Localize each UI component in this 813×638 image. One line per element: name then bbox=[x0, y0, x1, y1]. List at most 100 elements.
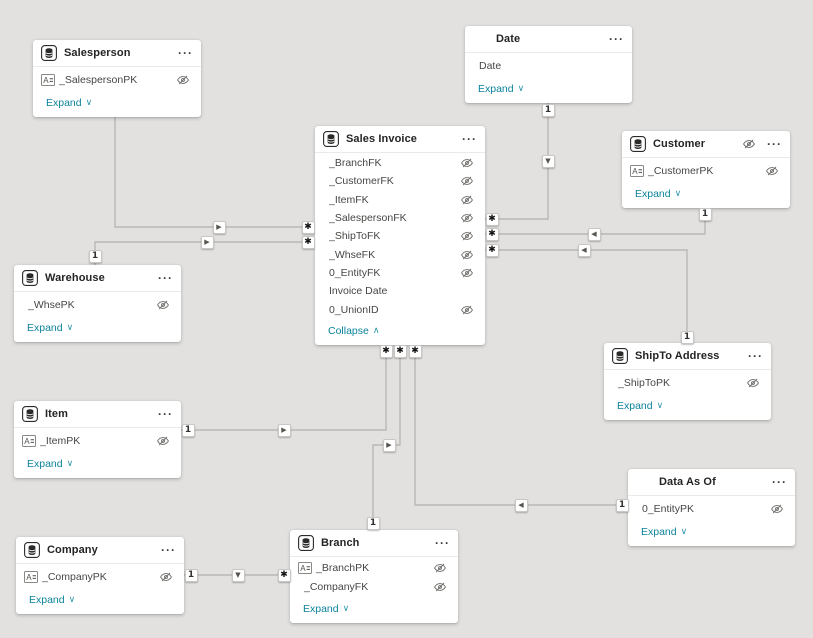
field-row-customerfk[interactable]: _CustomerFK bbox=[315, 172, 485, 190]
field-row-itemfk[interactable]: _ItemFK bbox=[315, 191, 485, 209]
cardinality-one-marker[interactable]: 1 bbox=[88, 249, 102, 263]
filter-direction-arrow-left-marker[interactable]: ◀ bbox=[514, 498, 528, 512]
hidden-field-eye-icon bbox=[433, 580, 447, 594]
more-options-button[interactable]: ··· bbox=[435, 536, 450, 550]
cardinality-one-marker[interactable]: 1 bbox=[541, 103, 555, 117]
expand-collapse-toggle[interactable]: Expand ∨ bbox=[303, 603, 349, 615]
filter-direction-arrow-right-marker[interactable]: ▶ bbox=[212, 220, 226, 234]
cardinality-many-marker[interactable]: ✱ bbox=[277, 568, 291, 582]
filter-direction-arrow-right-marker[interactable]: ▶ bbox=[382, 438, 396, 452]
cardinality-many-marker[interactable]: ✱ bbox=[485, 227, 499, 241]
cardinality-one-marker[interactable]: 1 bbox=[698, 207, 712, 221]
text-attribute-icon: A bbox=[24, 570, 38, 583]
field-row-whsefk[interactable]: _WhseFK bbox=[315, 246, 485, 264]
chevron-down-icon: ∨ bbox=[85, 97, 93, 107]
expand-collapse-toggle[interactable]: Collapse ∧ bbox=[328, 325, 379, 337]
relationship-line-date-sales-invoice[interactable] bbox=[485, 103, 549, 220]
cardinality-many-marker[interactable]: ✱ bbox=[485, 243, 499, 257]
more-options-button[interactable]: ··· bbox=[772, 475, 787, 489]
table-card-branch[interactable]: Branch ··· A _BranchPK _CompanyFK bbox=[290, 530, 458, 623]
field-row-branchpk[interactable]: A _BranchPK bbox=[290, 558, 458, 578]
expand-collapse-toggle[interactable]: Expand ∨ bbox=[46, 97, 92, 109]
expand-collapse-toggle[interactable]: Expand ∨ bbox=[635, 188, 681, 200]
cardinality-many-marker[interactable]: ✱ bbox=[301, 235, 315, 249]
field-row-companyfk[interactable]: _CompanyFK bbox=[290, 578, 458, 598]
more-options-button[interactable]: ··· bbox=[767, 137, 782, 151]
table-card-data-as-of[interactable]: Data As Of ··· 0_EntityPK Expand ∨ bbox=[628, 469, 795, 546]
field-row-companypk[interactable]: A _CompanyPK bbox=[16, 565, 184, 588]
database-table-icon bbox=[41, 45, 57, 61]
field-row-salespersonpk[interactable]: A _SalespersonPK bbox=[33, 68, 201, 91]
field-row-whsepk[interactable]: _WhsePK bbox=[14, 293, 181, 316]
filter-direction-arrow-down-marker[interactable]: ▼ bbox=[541, 154, 555, 168]
expand-collapse-toggle[interactable]: Expand ∨ bbox=[27, 322, 73, 334]
field-name: Invoice Date bbox=[329, 285, 388, 298]
more-options-button[interactable]: ··· bbox=[748, 349, 763, 363]
table-card-item[interactable]: Item ··· A _ItemPK Expand ∨ bbox=[14, 401, 181, 478]
filter-direction-arrow-left-marker[interactable]: ◀ bbox=[587, 227, 601, 241]
more-options-button[interactable]: ··· bbox=[161, 543, 176, 557]
cardinality-many-marker[interactable]: ✱ bbox=[485, 212, 499, 226]
cardinality-one-marker[interactable]: 1 bbox=[680, 330, 694, 344]
more-options-button[interactable]: ··· bbox=[158, 407, 173, 421]
filter-direction-arrow-down-marker[interactable]: ▼ bbox=[231, 568, 245, 582]
field-row-0-unionid[interactable]: 0_UnionID bbox=[315, 301, 485, 319]
table-card-sales-invoice[interactable]: Sales Invoice ··· _BranchFK _CustomerFK … bbox=[315, 126, 485, 345]
chevron-down-icon: ∨ bbox=[656, 400, 664, 410]
more-options-button[interactable]: ··· bbox=[462, 132, 477, 146]
expand-collapse-toggle[interactable]: Expand ∨ bbox=[617, 400, 663, 412]
relationship-line-data-as-of-sales-invoice[interactable] bbox=[414, 345, 628, 506]
table-card-header: ShipTo Address ··· bbox=[604, 343, 771, 370]
expand-collapse-toggle[interactable]: Expand ∨ bbox=[641, 526, 687, 538]
filter-direction-arrow-right-marker[interactable]: ▶ bbox=[277, 423, 291, 437]
more-options-button[interactable]: ··· bbox=[178, 46, 193, 60]
field-name: 0_EntityFK bbox=[329, 267, 381, 280]
svg-text:A: A bbox=[300, 564, 306, 573]
field-row-customerpk[interactable]: A _CustomerPK bbox=[622, 159, 790, 182]
relationship-line-shipto-address-sales-invoice[interactable] bbox=[485, 249, 688, 343]
field-row-salespersonfk[interactable]: _SalespersonFK bbox=[315, 209, 485, 227]
field-row-invoice-date[interactable]: Invoice Date bbox=[315, 282, 485, 300]
filter-direction-arrow-right-marker[interactable]: ▶ bbox=[200, 235, 214, 249]
field-row-branchfk[interactable]: _BranchFK bbox=[315, 154, 485, 172]
cardinality-many-marker[interactable]: ✱ bbox=[301, 220, 315, 234]
cardinality-one-marker[interactable]: 1 bbox=[184, 568, 198, 582]
cardinality-one-marker[interactable]: 1 bbox=[615, 498, 629, 512]
field-row-shiptopk[interactable]: _ShipToPK bbox=[604, 371, 771, 394]
field-row-0-entitypk[interactable]: 0_EntityPK bbox=[628, 497, 795, 520]
field-row-shiptofk[interactable]: _ShipToFK bbox=[315, 227, 485, 245]
expand-collapse-toggle[interactable]: Expand ∨ bbox=[27, 458, 73, 470]
cardinality-many-marker[interactable]: ✱ bbox=[408, 344, 422, 358]
table-card-customer[interactable]: Customer ··· A _CustomerPK bbox=[622, 131, 790, 208]
field-row-0-entityfk[interactable]: 0_EntityFK bbox=[315, 264, 485, 282]
cardinality-one-marker[interactable]: 1 bbox=[181, 423, 195, 437]
cardinality-one-marker[interactable]: 1 bbox=[366, 516, 380, 530]
table-card-footer: Expand ∨ bbox=[604, 395, 771, 420]
hidden-field-eye-icon bbox=[460, 266, 474, 280]
hidden-field-eye-icon bbox=[746, 376, 760, 390]
more-options-button[interactable]: ··· bbox=[609, 32, 624, 46]
table-card-shipto-address[interactable]: ShipTo Address ··· _ShipToPK Expand ∨ bbox=[604, 343, 771, 420]
table-card-salesperson[interactable]: Salesperson ··· A _SalespersonPK Expand … bbox=[33, 40, 201, 117]
field-row-date[interactable]: Date bbox=[465, 54, 632, 77]
chevron-down-icon: ∨ bbox=[517, 83, 525, 93]
table-card-footer: Expand ∨ bbox=[465, 78, 632, 103]
svg-text:A: A bbox=[24, 437, 30, 446]
relationship-line-item-sales-invoice[interactable] bbox=[181, 345, 387, 431]
hidden-field-eye-icon bbox=[460, 303, 474, 317]
hidden-field-eye-icon bbox=[176, 73, 190, 87]
table-card-company[interactable]: Company ··· A _CompanyPK Expand ∨ bbox=[16, 537, 184, 614]
more-options-button[interactable]: ··· bbox=[158, 271, 173, 285]
database-table-icon bbox=[323, 131, 339, 147]
field-row-itempk[interactable]: A _ItemPK bbox=[14, 429, 181, 452]
table-title: Sales Invoice bbox=[346, 133, 418, 145]
relationship-line-salesperson-sales-invoice[interactable] bbox=[114, 117, 315, 228]
expand-collapse-toggle[interactable]: Expand ∨ bbox=[29, 594, 75, 606]
filter-direction-arrow-left-marker[interactable]: ◀ bbox=[577, 243, 591, 257]
table-card-date[interactable]: Date ··· Date Expand ∨ bbox=[465, 26, 632, 103]
cardinality-many-marker[interactable]: ✱ bbox=[379, 344, 393, 358]
hidden-field-eye-icon bbox=[460, 248, 474, 262]
expand-collapse-toggle[interactable]: Expand ∨ bbox=[478, 83, 524, 95]
table-card-warehouse[interactable]: Warehouse ··· _WhsePK Expand ∨ bbox=[14, 265, 181, 342]
cardinality-many-marker[interactable]: ✱ bbox=[393, 344, 407, 358]
